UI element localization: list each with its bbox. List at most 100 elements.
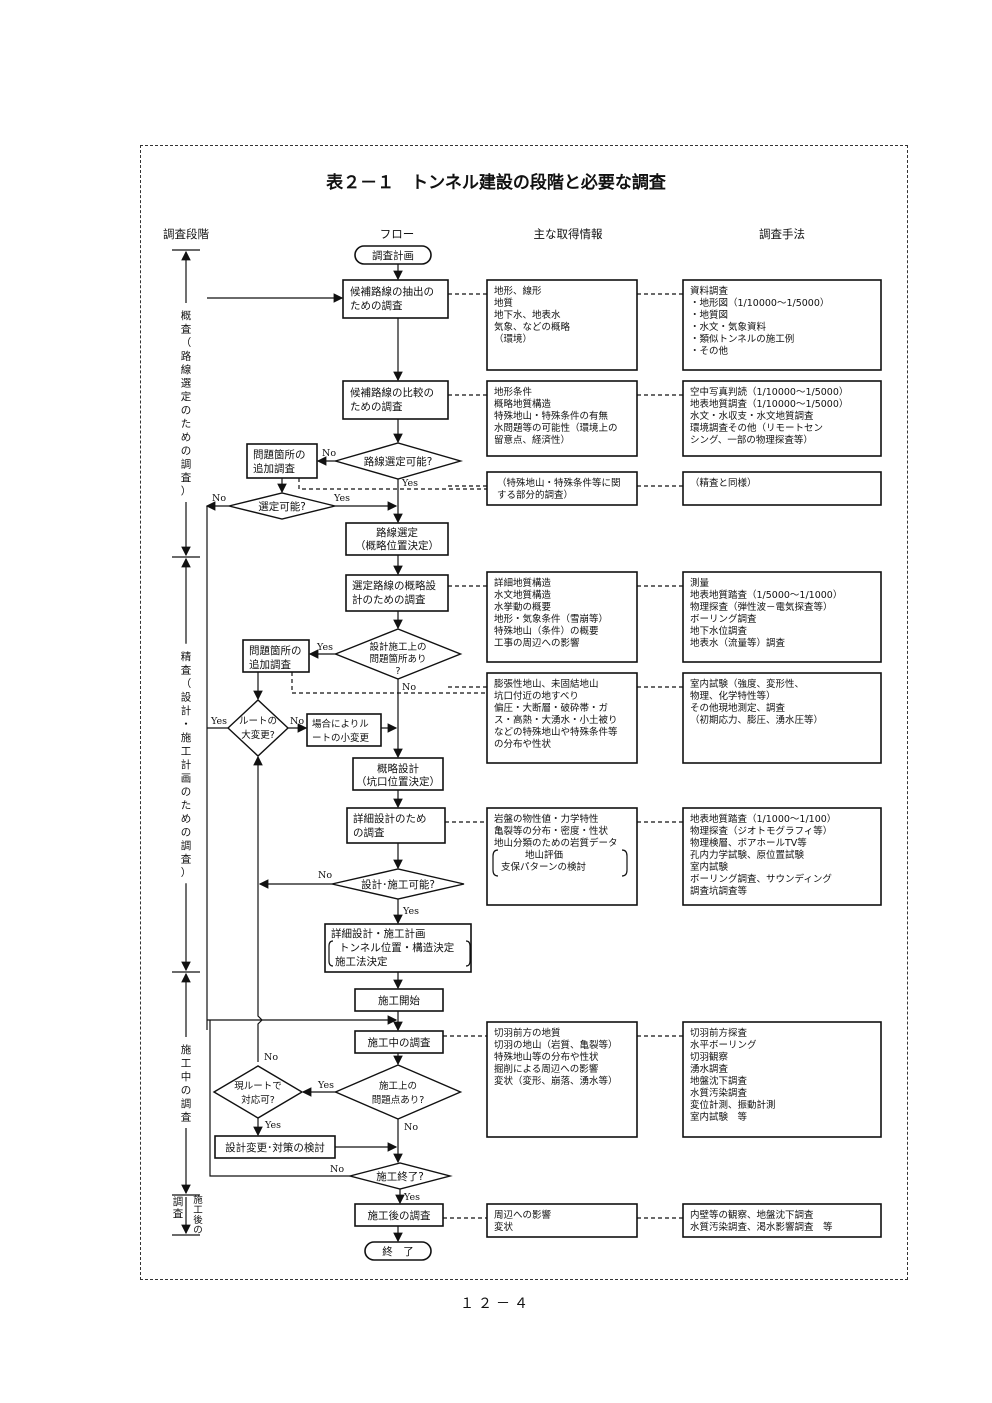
- stage-label-0: 査: [181, 323, 192, 336]
- decision-construction-complete: [347, 1162, 453, 1190]
- page-title: 表２－１ トンネル建設の段階と必要な調査: [326, 172, 667, 193]
- method-text: 湧水調査: [690, 1063, 729, 1075]
- info-text: 切羽前方の地質: [494, 1027, 561, 1039]
- method-text: ・地形図（1/10000～1/5000）: [690, 297, 829, 309]
- info-text: 概略地質構造: [494, 398, 552, 410]
- header-stage: 調査段階: [163, 227, 209, 241]
- stage-label-2: 中: [181, 1070, 192, 1083]
- info-text: 詳細地質構造: [494, 577, 552, 589]
- method-box: [682, 1021, 882, 1138]
- method-text: 物理探査（弾性波－電気探査等）: [690, 601, 833, 613]
- no-label: No: [404, 1122, 418, 1133]
- stage-label-1: 計: [181, 758, 192, 771]
- arrow: [253, 755, 263, 1062]
- method-text: 切羽観察: [690, 1051, 729, 1063]
- method-text: 内壁等の観察、地盤沈下調査: [690, 1209, 814, 1221]
- method-box: [682, 571, 882, 663]
- decision-design-issues: [333, 628, 463, 680]
- bracket-right: [621, 849, 628, 877]
- node-minor-route-change: [306, 713, 382, 747]
- node-route-selection: [345, 522, 449, 556]
- node-design-change: [214, 1135, 336, 1159]
- node-label: 施工開始: [378, 994, 420, 1007]
- method-text: 室内試験（強度、変形性、: [690, 678, 804, 690]
- info-text: 工事の周辺への影響: [494, 637, 580, 649]
- stage-label-1: 施: [181, 731, 192, 744]
- method-text: ボーリング調査: [690, 613, 757, 625]
- stage-label-post: 施: [193, 1194, 203, 1206]
- stage-label-post: の: [193, 1225, 203, 1236]
- method-text: 資料調査: [690, 285, 729, 297]
- info-text: の分布や性状: [494, 738, 552, 750]
- stage-label-0: ）: [181, 486, 192, 498]
- decision-label: 大変更?: [241, 729, 275, 741]
- info-text: 変状（変形、崩落、湧水等）: [494, 1075, 618, 1087]
- method-text: 水質汚染調査、渇水影響調査 等: [690, 1221, 833, 1233]
- method-text: 変位計測、振動計測: [690, 1099, 776, 1111]
- method-box: [682, 279, 882, 371]
- node-label: ための調査: [350, 400, 403, 413]
- decision-label: ?: [395, 666, 400, 677]
- start-label: 調査計画: [372, 249, 414, 262]
- method-text: 地盤沈下調査: [690, 1075, 748, 1087]
- node-label: 選定路線の概略設: [352, 579, 436, 592]
- info-text: 変状: [494, 1221, 514, 1233]
- stage-label-post: 調: [173, 1195, 184, 1208]
- method-text: ・類似トンネルの施工例: [690, 333, 794, 345]
- stage-label-2: の: [181, 1085, 192, 1097]
- method-text: ・水文・気象資料: [690, 321, 767, 333]
- decision-label: ルートの: [239, 716, 277, 727]
- method-text: 測量: [690, 577, 710, 589]
- info-text: 水文地質構造: [494, 589, 552, 601]
- stage-label-1: た: [181, 799, 192, 811]
- info-text: 地山分類のための岩質データ: [494, 837, 618, 849]
- stage-label-0: 選: [181, 377, 192, 390]
- decision-label: 問題点あり?: [372, 1095, 425, 1106]
- node-label: 設計変更･対策の検討: [225, 1141, 325, 1154]
- stage-label-1: 画: [181, 772, 192, 784]
- stage-label-2: 調: [181, 1097, 192, 1110]
- info-text: 留意点、経済性）: [494, 434, 570, 446]
- method-text: 地下水位調査: [690, 625, 748, 637]
- decision-design-construction-possible: [331, 868, 465, 900]
- yes-label: Yes: [401, 478, 418, 489]
- method-text: 物理探査（ジオトモグラフィ等）: [690, 825, 832, 837]
- yes-label: Yes: [317, 1080, 334, 1091]
- info-box: [486, 1021, 638, 1138]
- stage-label-1: 工: [181, 745, 192, 757]
- stage-label-2: 査: [181, 1111, 192, 1124]
- node-label: （坑口位置決定）: [356, 775, 440, 788]
- decision-label: 施工上の: [379, 1080, 417, 1092]
- info-box: [486, 1203, 638, 1238]
- info-text: 亀裂等の分布・密度・性状: [494, 825, 609, 837]
- method-text: ・地質図: [690, 309, 728, 321]
- node-route-extraction-survey: [342, 279, 449, 319]
- node-label: 概略設計: [377, 762, 419, 775]
- stage-label-0: の: [181, 445, 192, 457]
- method-text: 水平ボーリング: [690, 1039, 757, 1051]
- stage-label-0: 定: [181, 390, 192, 403]
- bracket-left: [328, 940, 334, 967]
- method-text: 室内試験 等: [690, 1111, 748, 1123]
- start-terminal: [354, 245, 432, 265]
- info-text: 地形、線形: [494, 285, 542, 297]
- header-info: 主な取得情報: [534, 227, 603, 241]
- node-label: ための調査: [350, 299, 403, 312]
- method-box: [682, 807, 882, 906]
- method-text: ・その他: [690, 345, 729, 357]
- no-label: No: [330, 1164, 344, 1175]
- stage-label-post: 工: [193, 1205, 203, 1216]
- decision-label: 設計･施工可能?: [361, 878, 435, 891]
- node-label: 場合によりル: [312, 718, 369, 730]
- info-text: 水挙動の概要: [494, 601, 551, 613]
- info-text: 地下水、地表水: [494, 309, 561, 321]
- node-outline-design: [352, 757, 444, 791]
- info-text: 偏圧・大断層・破砕帯・ガ: [494, 702, 608, 714]
- node-during-construction-survey: [354, 1030, 444, 1054]
- method-text: 水文・水収支・水文地質調査: [690, 410, 814, 422]
- info-box: [486, 672, 638, 764]
- yes-label: Yes: [403, 1192, 420, 1203]
- decision-selectable: [228, 492, 336, 520]
- decision-label: 対応可?: [241, 1094, 275, 1106]
